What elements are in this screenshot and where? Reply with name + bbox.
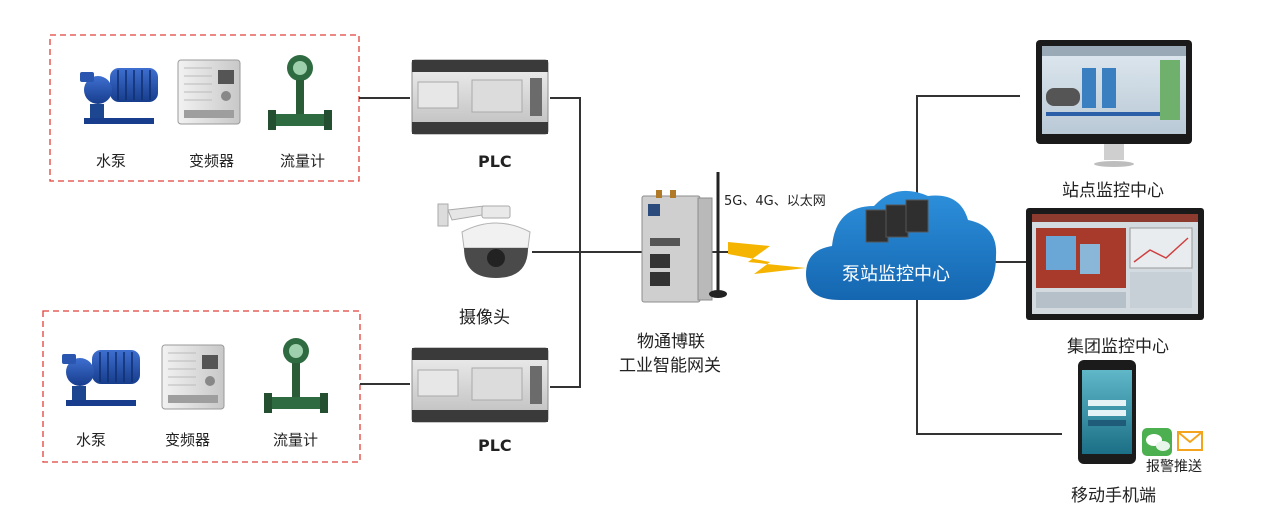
plc-label: PLC (478, 152, 512, 171)
pump-icon (62, 350, 140, 406)
gateway-name-line2: 工业智能网关 (619, 356, 721, 376)
pump-label: 水泵 (96, 152, 127, 170)
gateway-device-icon (641, 190, 713, 303)
mail-icon (1177, 431, 1203, 451)
mobile-phone-icon (1078, 360, 1136, 464)
inverter-label: 变频器 (189, 152, 235, 170)
mobile-label: 移动手机端 (1071, 486, 1156, 506)
flowmeter-label: 流量计 (280, 152, 326, 170)
antenna-icon (709, 172, 727, 298)
cloud-icon (806, 190, 997, 300)
station-monitor-icon (1036, 40, 1192, 167)
flowmeter-icon (264, 338, 328, 413)
group-monitor-icon (1026, 208, 1204, 320)
plc-label: PLC (478, 436, 512, 455)
gateway-name-line1: 物通博联 (637, 332, 705, 352)
pump-icon (80, 68, 158, 124)
cloud-label: 泵站监控中心 (842, 264, 950, 285)
device-group-box-bottom (42, 310, 361, 463)
lightning-icon (728, 242, 806, 274)
camera-icon (437, 203, 531, 278)
flowmeter-label: 流量计 (273, 431, 319, 449)
device-group-box-top (49, 34, 360, 182)
group-monitor-label: 集团监控中心 (1067, 337, 1169, 357)
wechat-icon (1142, 428, 1172, 456)
plc-device-icon (411, 59, 549, 135)
inverter-icon (161, 344, 225, 410)
camera-label: 摄像头 (459, 308, 510, 328)
plc-device-icon (411, 347, 549, 423)
network-type-label: 5G、4G、以太网 (724, 194, 826, 209)
alarm-push-label: 报警推送 (1146, 459, 1202, 475)
flowmeter-icon (268, 55, 332, 130)
station-monitor-label: 站点监控中心 (1062, 181, 1164, 201)
pump-label: 水泵 (76, 431, 107, 449)
inverter-label: 变频器 (165, 431, 211, 449)
inverter-icon (177, 59, 241, 125)
